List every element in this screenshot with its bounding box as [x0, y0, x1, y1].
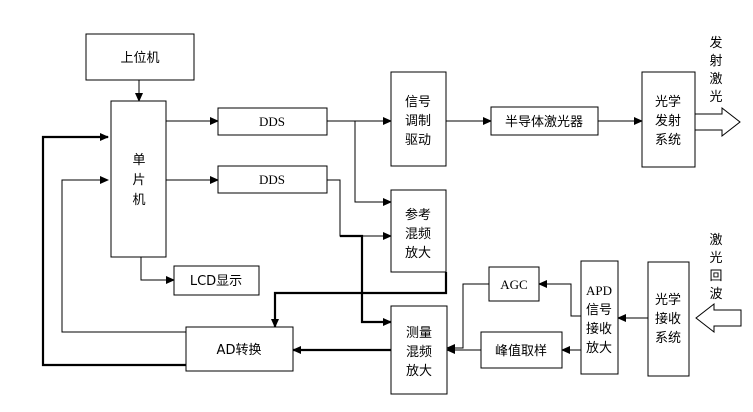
agc-to-meas-mixer	[446, 283, 489, 352]
ref-mixer-label-line-3: 放大	[405, 246, 431, 261]
block-dds-1: DDS	[217, 107, 328, 136]
mcu-label-line-1: 单	[132, 153, 145, 168]
rx-optics-label-line-1: 光学	[655, 292, 681, 308]
ref-mixer-label-line-2: 混频	[405, 227, 431, 242]
emit-label-char-1: 发	[709, 35, 722, 51]
block-rx-optics: 光学 接收 系统	[647, 261, 690, 377]
echo-label-char-2: 光	[709, 251, 722, 266]
modulation-label-line-3: 驱动	[405, 133, 431, 148]
apd-label-line-1: APD	[586, 283, 612, 298]
apd-label-line-2: 信号	[586, 303, 612, 318]
ad-label: AD转换	[217, 343, 262, 358]
tx-optics-label-line-2: 发射	[655, 113, 681, 129]
dds-2-label: DDS	[259, 172, 285, 187]
connections	[41, 72, 648, 367]
dds2-to-ref-mixer	[327, 179, 392, 240]
modulation-label-line-2: 调制	[405, 114, 431, 129]
emit-label-char-4: 光	[709, 90, 722, 105]
tx-optics-label-line-3: 系统	[655, 133, 681, 148]
dds1-to-ref-mixer	[354, 121, 392, 206]
emit-laser-arrow	[694, 106, 741, 138]
echo-label-char-4: 波	[709, 287, 722, 302]
meas-mixer-label-line-1: 测量	[406, 326, 432, 341]
peak-sampler-label: 峰值取样	[495, 343, 547, 359]
rx-optics-label-line-2: 接收	[655, 311, 681, 327]
agc-label: AGC	[500, 277, 527, 292]
apd-to-agc	[538, 280, 581, 317]
block-mcu: 单 片 机	[110, 100, 167, 258]
meas-mixer-label-line-3: 放大	[406, 364, 432, 379]
emit-label-char-3: 激	[709, 72, 722, 87]
block-laser: 半导体激光器	[490, 106, 599, 136]
echo-laser-arrow	[695, 302, 742, 334]
rx-optics-label-line-3: 系统	[655, 331, 681, 346]
tx-optics-label-line-1: 光学	[655, 94, 681, 110]
mcu-to-lcd	[140, 257, 175, 284]
block-ad: AD转换	[185, 326, 294, 372]
ad-to-mcu-secondary	[61, 176, 186, 333]
block-peak-sampler: 峰值取样	[480, 331, 563, 369]
modulation-label-line-1: 信号	[405, 95, 431, 110]
echo-label-char-3: 回	[709, 269, 722, 284]
echo-laser-label: 激 光 回 波	[709, 233, 722, 302]
apd-label-line-3: 接收	[586, 321, 612, 337]
lcd-label: LCD显示	[190, 274, 242, 289]
laser-label: 半导体激光器	[505, 115, 583, 130]
emit-label-char-2: 射	[709, 53, 722, 69]
mcu-label-line-2: 片	[132, 173, 145, 188]
ref-mixer-to-ad	[271, 272, 448, 328]
block-agc: AGC	[488, 266, 540, 302]
block-dds-2: DDS	[217, 165, 328, 194]
dds2-to-meas-mixer	[340, 234, 392, 326]
block-modulation-driver: 信号 调制 驱动	[390, 71, 447, 167]
apd-label-line-4: 放大	[586, 341, 612, 356]
block-meas-mixer: 测量 混频 放大	[390, 305, 448, 395]
mcu-label-line-3: 机	[132, 193, 145, 208]
host-pc-label: 上位机	[120, 51, 159, 66]
ad-to-mcu-primary	[41, 133, 186, 367]
ref-mixer-label-line-1: 参考	[405, 207, 431, 223]
dds-1-label: DDS	[259, 114, 285, 129]
block-apd-receiver: APD 信号 接收 放大	[580, 260, 619, 375]
emit-laser-label: 发 射 激 光	[709, 35, 722, 105]
block-tx-optics: 光学 发射 系统	[641, 71, 696, 168]
meas-mixer-label-line-2: 混频	[406, 345, 432, 360]
block-host-pc: 上位机	[85, 33, 195, 81]
block-ref-mixer: 参考 混频 放大	[390, 189, 447, 273]
block-lcd: LCD显示	[173, 265, 260, 296]
echo-label-char-1: 激	[709, 233, 722, 248]
